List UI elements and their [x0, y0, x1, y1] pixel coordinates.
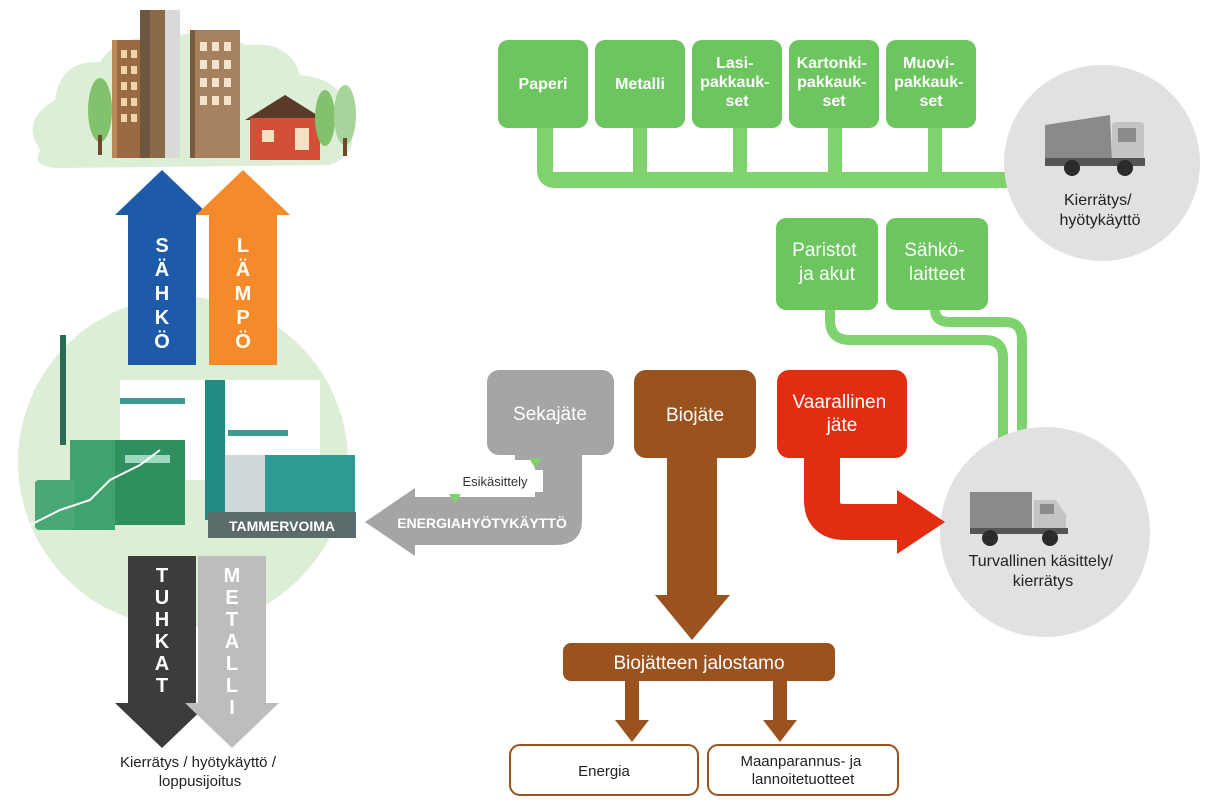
arrow-letter: K	[155, 307, 170, 329]
arrow-letter: T	[226, 609, 238, 631]
recyclable-box-muovipakkaukset: Muovi- pakkauk- set	[886, 40, 976, 128]
refinery-output-arrows	[615, 680, 797, 742]
mixed-waste-label: Sekajäte	[513, 404, 587, 425]
plant-illustration	[29, 335, 355, 530]
safe-target-label: Turvallinen käsittely/ kierrätys	[969, 553, 1118, 590]
arrow-letter: Ö	[235, 330, 251, 353]
electronics-box-paristot: Paristot ja akut	[776, 218, 878, 310]
electronics-box-sahkolaitteet: Sähkö- laitteet	[886, 218, 988, 310]
output-arrow-down	[185, 556, 279, 748]
pretreatment-indicator	[447, 458, 543, 504]
recyclable-box-lasipakkaukset: Lasi- pakkauk- set	[692, 40, 782, 128]
plant-label-box	[208, 512, 356, 538]
arrow-letter: E	[225, 587, 238, 609]
product-label: Energia	[578, 763, 630, 780]
recycling-target-label: Kierrätys/ hyötykäyttö	[1060, 192, 1141, 229]
bio-waste-label: Biojäte	[666, 405, 724, 426]
arrow-letter: Ö	[154, 330, 170, 353]
recyclable-label: Paperi	[519, 76, 568, 93]
bio-waste-flow-arrow	[655, 455, 730, 640]
arrow-letter: H	[155, 283, 169, 305]
energy-recovery-label: ENERGIAHYÖTYKÄYTTÖ	[397, 515, 567, 531]
output-arrow-up	[196, 170, 290, 365]
recyclable-label: Metalli	[615, 76, 665, 93]
pretreatment-label: Esikäsittely	[462, 474, 528, 489]
garbage-truck-icon	[1045, 115, 1145, 176]
recyclable-label: Muovi- pakkauk- set	[894, 55, 968, 110]
arrow-letter: U	[155, 587, 169, 609]
truck-icon	[970, 492, 1068, 546]
recyclable-box-paperi: Paperi	[498, 40, 588, 128]
arrow-letter: L	[226, 675, 238, 697]
arrow-letter: T	[156, 675, 168, 697]
recyclable-label: Lasi- pakkauk- set	[700, 55, 774, 110]
mixed-waste-box	[487, 370, 614, 455]
arrow-letter: T	[156, 565, 168, 587]
electronics-label: Sähkö- laitteet	[904, 240, 969, 285]
arrow-letter: K	[155, 631, 170, 653]
product-label: Maanparannus- ja lannoitetuotteet	[740, 753, 865, 788]
residue-target-label: Kierrätys / hyötykäyttö / loppusijoitus	[120, 754, 280, 790]
plant-name: TAMMERVOIMA	[229, 518, 335, 534]
recyclable-box-kartonkipakkaukset: Kartonki- pakkauk- set	[789, 40, 879, 128]
hazardous-waste-label: Vaarallinen jäte	[793, 392, 892, 436]
arrow-letter: M	[224, 565, 241, 587]
recyclable-box-metalli: Metalli	[595, 40, 685, 128]
arrow-letter: H	[155, 609, 169, 631]
arrow-letter: L	[226, 653, 238, 675]
city-illustration	[32, 10, 356, 168]
arrow-letter: S	[155, 235, 168, 257]
arrow-letter: M	[235, 283, 252, 305]
arrow-letter: L	[237, 235, 249, 257]
arrow-letter: A	[155, 653, 169, 675]
hazardous-waste-flow-arrow	[804, 450, 945, 554]
refinery-box	[563, 643, 835, 681]
arrow-letter: Ä	[155, 258, 169, 281]
bio-waste-box	[634, 370, 756, 458]
output-arrow-down	[115, 556, 209, 748]
output-arrow-up	[115, 170, 209, 365]
recyclable-label: Kartonki- pakkauk- set	[797, 55, 872, 110]
hazardous-waste-box	[777, 370, 907, 458]
arrow-letter: P	[236, 307, 249, 329]
refinery-label: Biojätteen jalostamo	[613, 653, 784, 674]
product-box-maanparannus: Maanparannus- ja lannoitetuotteet	[707, 744, 899, 796]
mixed-waste-flow-arrow	[365, 420, 582, 556]
product-box-energia: Energia	[509, 744, 699, 796]
arrow-letter: I	[229, 697, 235, 719]
arrow-letter: A	[225, 631, 239, 653]
arrow-letter: Ä	[236, 258, 250, 281]
electronics-label: Paristot ja akut	[792, 240, 862, 285]
recyclables-collector-arrow	[537, 120, 1045, 194]
